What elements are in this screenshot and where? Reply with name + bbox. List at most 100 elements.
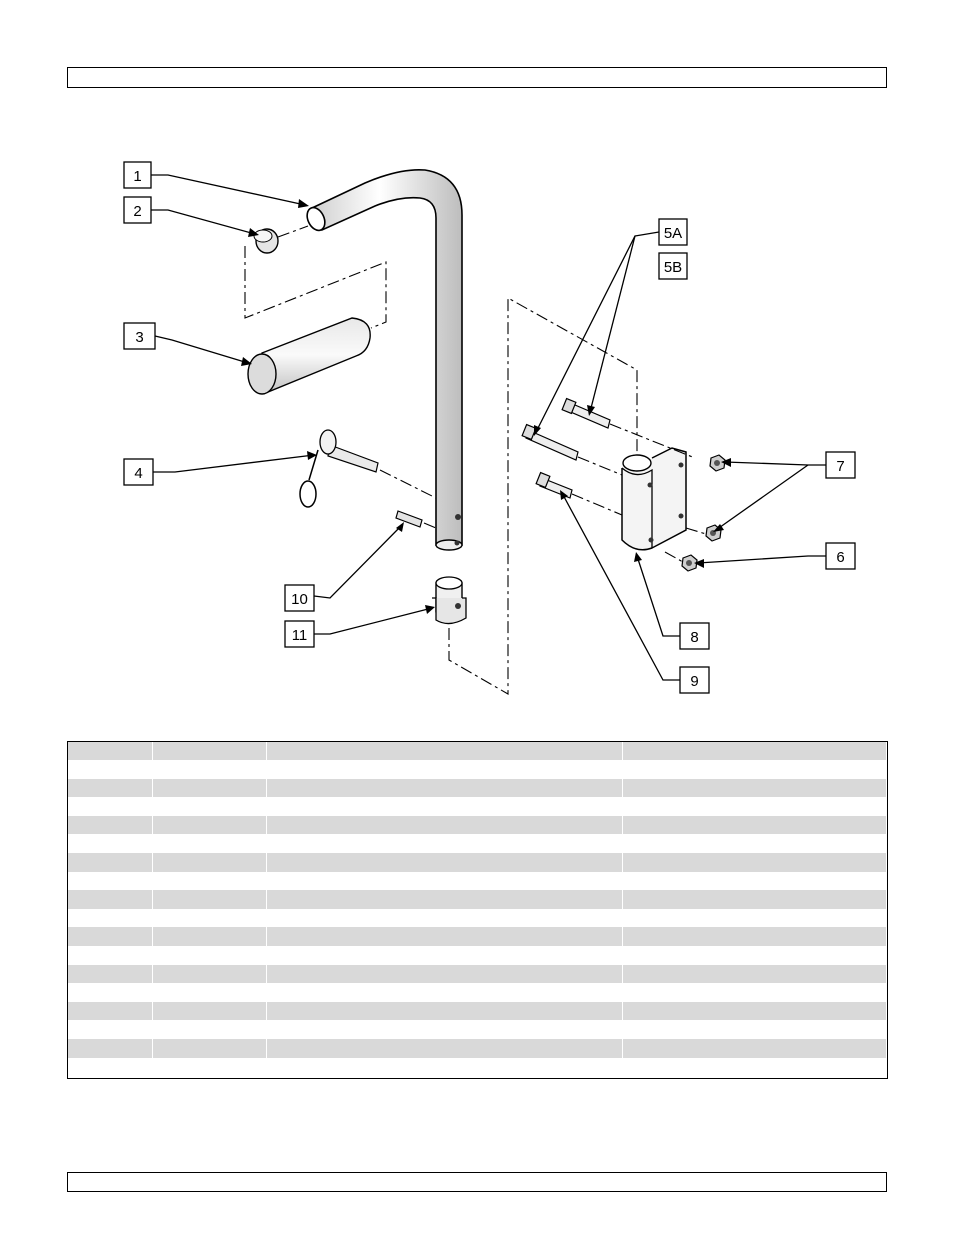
- callout-1-label: 1: [133, 168, 141, 185]
- mount-bracket-part: [621, 447, 687, 551]
- header-cell: [152, 742, 267, 760]
- header-cell: [622, 742, 887, 760]
- table-cell: [266, 1057, 623, 1077]
- table-cell: [622, 852, 887, 872]
- table-cell: [68, 945, 153, 965]
- callout-11-label: 11: [292, 627, 308, 644]
- table-cell: [152, 760, 267, 779]
- table-row: [68, 760, 887, 779]
- table-row: [68, 1020, 887, 1039]
- parts-table: [67, 741, 888, 1079]
- table-cell: [622, 964, 887, 984]
- table-cell: [68, 1001, 153, 1021]
- grip-part: [247, 317, 371, 395]
- callout-8-label: 8: [690, 629, 698, 646]
- callout-5b: 5B: [658, 252, 688, 280]
- table-header-row: [68, 742, 887, 760]
- table-cell: [68, 1057, 153, 1077]
- callout-9-label: 9: [690, 673, 698, 690]
- table-cell: [622, 1001, 887, 1021]
- table-row: [68, 983, 887, 1002]
- table-cell: [152, 815, 267, 835]
- table-cell: [68, 778, 153, 798]
- table-cell: [68, 815, 153, 835]
- table-cell: [68, 927, 153, 946]
- table-row: [68, 797, 887, 816]
- table-cell: [152, 983, 267, 1002]
- table-cell: [622, 1057, 887, 1077]
- callout-2-label: 2: [133, 203, 141, 220]
- table-cell: [266, 778, 623, 798]
- table-cell: [622, 945, 887, 965]
- release-pin-part: [299, 429, 379, 508]
- table-body: [68, 760, 887, 1077]
- table-row: [68, 1038, 887, 1058]
- table-row: [68, 890, 887, 909]
- table-cell: [152, 927, 267, 946]
- table-cell: [68, 797, 153, 816]
- table-cell: [68, 1020, 153, 1039]
- table-cell: [266, 1001, 623, 1021]
- callout-5a: 5A: [658, 218, 688, 246]
- callout-5b-label: 5B: [664, 259, 682, 276]
- table-cell: [68, 908, 153, 928]
- table-row: [68, 778, 887, 798]
- table-cell: [622, 760, 887, 779]
- table-cell: [152, 964, 267, 984]
- table-row: [68, 964, 887, 984]
- table-cell: [266, 760, 623, 779]
- table-cell: [622, 797, 887, 816]
- table-cell: [152, 797, 267, 816]
- table-cell: [266, 964, 623, 984]
- table-cell: [152, 1001, 267, 1021]
- leader-arrowheads: [241, 199, 731, 614]
- table-cell: [622, 815, 887, 835]
- table-row: [68, 1057, 887, 1077]
- table-cell: [622, 983, 887, 1002]
- table-cell: [68, 871, 153, 891]
- table-cell: [266, 1020, 623, 1039]
- table-cell: [152, 778, 267, 798]
- table-cell: [68, 983, 153, 1002]
- table-row: [68, 945, 887, 965]
- tube-part: [306, 168, 463, 551]
- callout-9: 9: [679, 666, 710, 694]
- table-cell: [266, 797, 623, 816]
- table-row: [68, 927, 887, 946]
- table-cell: [622, 908, 887, 928]
- table-cell: [68, 1038, 153, 1058]
- table-row: [68, 908, 887, 928]
- table-cell: [152, 890, 267, 909]
- callout-8: 8: [679, 622, 710, 650]
- callout-3-label: 3: [135, 329, 143, 346]
- table-cell: [622, 890, 887, 909]
- header-cell: [68, 742, 153, 760]
- table-cell: [266, 834, 623, 853]
- table-cell: [622, 1038, 887, 1058]
- table-cell: [152, 908, 267, 928]
- callout-4-label: 4: [134, 465, 142, 482]
- table-row: [68, 834, 887, 853]
- exploded-parts-diagram: 1 2 3 4 10 11 5A 5B 7 6 8 9: [123, 161, 856, 695]
- roll-pin-part: [395, 510, 423, 528]
- table-cell: [68, 890, 153, 909]
- table-cell: [152, 852, 267, 872]
- callout-10-label: 10: [291, 591, 308, 608]
- alignment-lines: [244, 225, 707, 695]
- table-cell: [152, 871, 267, 891]
- callout-7-label: 7: [836, 458, 844, 475]
- nuts-part: [681, 454, 726, 572]
- end-cap-part: [253, 228, 279, 254]
- table-cell: [152, 834, 267, 853]
- table-cell: [266, 908, 623, 928]
- header-box: [67, 67, 887, 88]
- table-cell: [152, 1020, 267, 1039]
- callout-7: 7: [825, 451, 856, 479]
- footer-box: [67, 1172, 887, 1192]
- table-cell: [622, 1020, 887, 1039]
- table-cell: [266, 815, 623, 835]
- bolts-part: [521, 397, 611, 499]
- table-cell: [68, 964, 153, 984]
- callout-6: 6: [825, 542, 856, 570]
- table-cell: [266, 983, 623, 1002]
